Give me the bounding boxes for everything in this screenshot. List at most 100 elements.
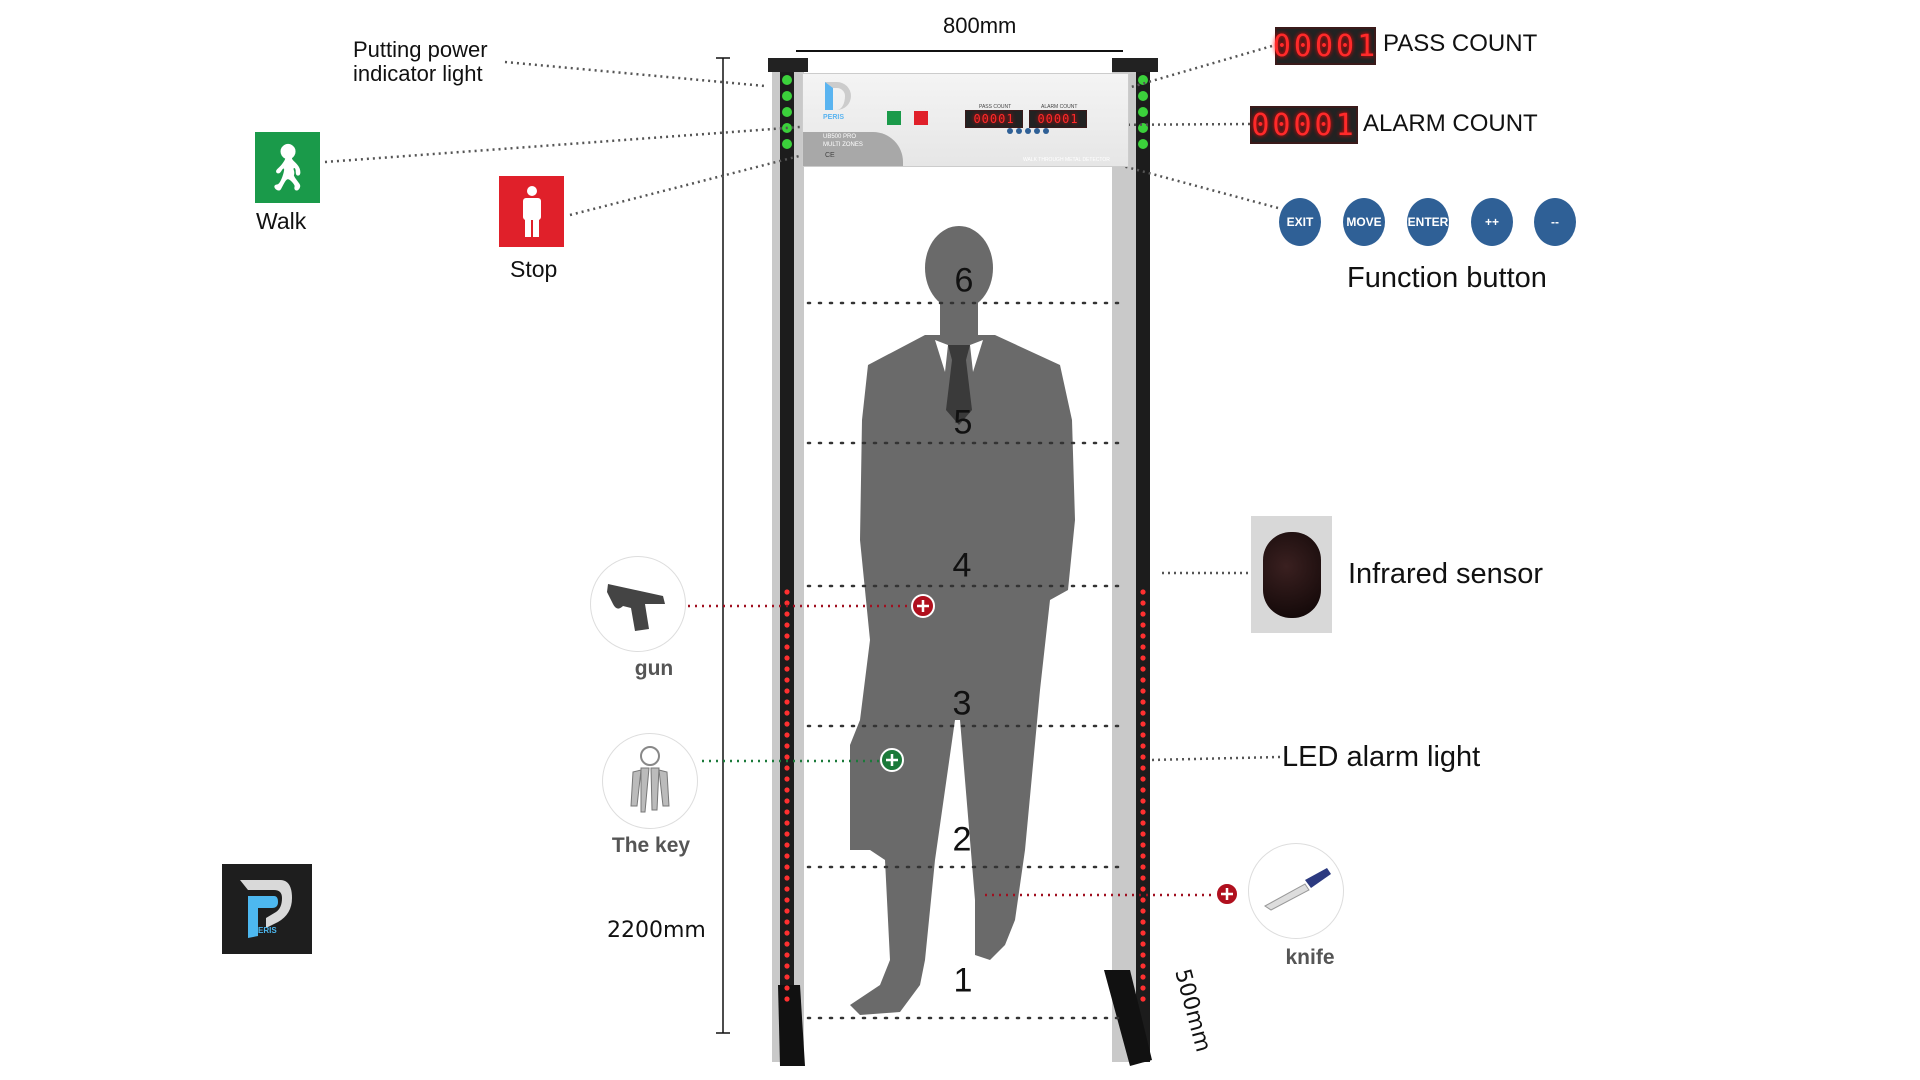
alarm-led <box>784 952 790 958</box>
alarm-led <box>784 787 790 793</box>
alarm-led <box>784 710 790 716</box>
alarm-led <box>784 831 790 837</box>
decrease-button[interactable]: -- <box>1534 198 1576 246</box>
alarm-led <box>1140 875 1146 881</box>
alarm-led <box>784 743 790 749</box>
alarm-led <box>784 721 790 727</box>
alarm-led <box>1140 677 1146 683</box>
panel-alarm-counter: 00001 <box>1029 110 1087 128</box>
key-icon <box>630 746 670 813</box>
alarm-led <box>784 853 790 859</box>
move-button[interactable]: MOVE <box>1343 198 1385 246</box>
peris-logo-icon <box>240 880 292 938</box>
power-indicator-led <box>782 91 792 101</box>
panel-subtitle: MULTI ZONES <box>823 142 863 148</box>
zone-5-label: 5 <box>953 403 973 442</box>
alarm-led <box>784 875 790 881</box>
alarm-led <box>1140 996 1146 1002</box>
alarm-led <box>784 754 790 760</box>
alarm-led <box>784 732 790 738</box>
alarm-led <box>784 963 790 969</box>
power-indicator-led <box>1138 107 1148 117</box>
panel-product: WALK THROUGH METAL DETECTOR <box>1023 157 1110 163</box>
alarm-led <box>784 655 790 661</box>
panel-pass-label: PASS COUNT <box>979 104 1012 110</box>
increase-button[interactable]: ++ <box>1471 198 1513 246</box>
power-indicator-label: Putting power indicator light <box>353 37 488 86</box>
alarm-led <box>1140 886 1146 892</box>
alarm-led <box>1140 952 1146 958</box>
function-button-label: Function button <box>1347 262 1547 294</box>
alarm-led <box>784 974 790 980</box>
key-label: The key <box>611 834 691 857</box>
alarm-led <box>1140 633 1146 639</box>
height-dimension-label: 2200mm <box>607 918 706 943</box>
alarm-led <box>784 600 790 606</box>
height-dimension-line <box>716 57 730 1034</box>
alarm-led <box>1140 941 1146 947</box>
gun-label: gun <box>634 657 674 680</box>
power-indicator-led <box>1138 139 1148 149</box>
width-dimension-label: 800mm <box>943 13 1017 38</box>
alarm-led <box>1140 721 1146 727</box>
alarm-led <box>784 798 790 804</box>
alarm-led <box>1140 732 1146 738</box>
alarm-led <box>1140 853 1146 859</box>
walk-sign-icon: 🚶︎ <box>255 132 320 203</box>
alarm-led <box>784 864 790 870</box>
led-strips <box>782 75 1148 1002</box>
panel-brand-logo-icon <box>825 82 851 110</box>
alarm-led <box>784 688 790 694</box>
panel-model: UB500 PRO <box>823 134 857 140</box>
power-indicator-led <box>1138 91 1148 101</box>
alarm-led <box>784 842 790 848</box>
left-pillar <box>768 58 808 1066</box>
alarm-led <box>1140 776 1146 782</box>
alarm-led <box>784 765 790 771</box>
infrared-sensor-image <box>1251 516 1332 633</box>
alarm-led <box>1140 743 1146 749</box>
alarm-led <box>784 633 790 639</box>
alarm-led <box>784 820 790 826</box>
alarm-led <box>1140 644 1146 650</box>
alarm-led <box>784 908 790 914</box>
alarm-led <box>1140 688 1146 694</box>
alarm-led <box>1140 919 1146 925</box>
alarm-led <box>1140 831 1146 837</box>
gun-detection-marker <box>911 594 935 618</box>
knife-detection-marker <box>1215 882 1239 906</box>
alarm-count-display: 00001 <box>1250 106 1358 144</box>
led-alarm-light-label: LED alarm light <box>1282 741 1481 773</box>
power-indicator-led <box>1138 75 1148 85</box>
alarm-led <box>1140 787 1146 793</box>
power-indicator-led <box>782 139 792 149</box>
power-indicator-led <box>782 107 792 117</box>
stop-sign-icon <box>499 176 564 247</box>
alarm-led <box>1140 908 1146 914</box>
alarm-led <box>784 699 790 705</box>
alarm-led <box>1140 963 1146 969</box>
panel-brand: PERIS <box>823 114 845 121</box>
alarm-led <box>784 897 790 903</box>
alarm-led <box>784 644 790 650</box>
detector-control-panel: PERIS PASS COUNT ALARM COUNT 00001 00001… <box>802 73 1129 167</box>
alarm-led <box>784 930 790 936</box>
alarm-led <box>784 677 790 683</box>
gun-icon <box>607 584 665 631</box>
alarm-led <box>1140 798 1146 804</box>
walk-label: Walk <box>256 208 307 234</box>
zone-lines <box>806 301 1124 1020</box>
knife-icon <box>1264 868 1331 911</box>
zone-3-label: 3 <box>952 684 972 723</box>
alarm-led <box>784 809 790 815</box>
alarm-led <box>1140 666 1146 672</box>
alarm-led <box>1140 985 1146 991</box>
panel-walk-icon <box>887 111 901 125</box>
stop-label: Stop <box>510 256 558 282</box>
enter-button[interactable]: ENTER <box>1407 198 1449 246</box>
alarm-led <box>1140 699 1146 705</box>
alarm-led <box>784 622 790 628</box>
alarm-led <box>1140 600 1146 606</box>
panel-ce-mark: CE <box>825 152 835 159</box>
exit-button[interactable]: EXIT <box>1279 198 1321 246</box>
